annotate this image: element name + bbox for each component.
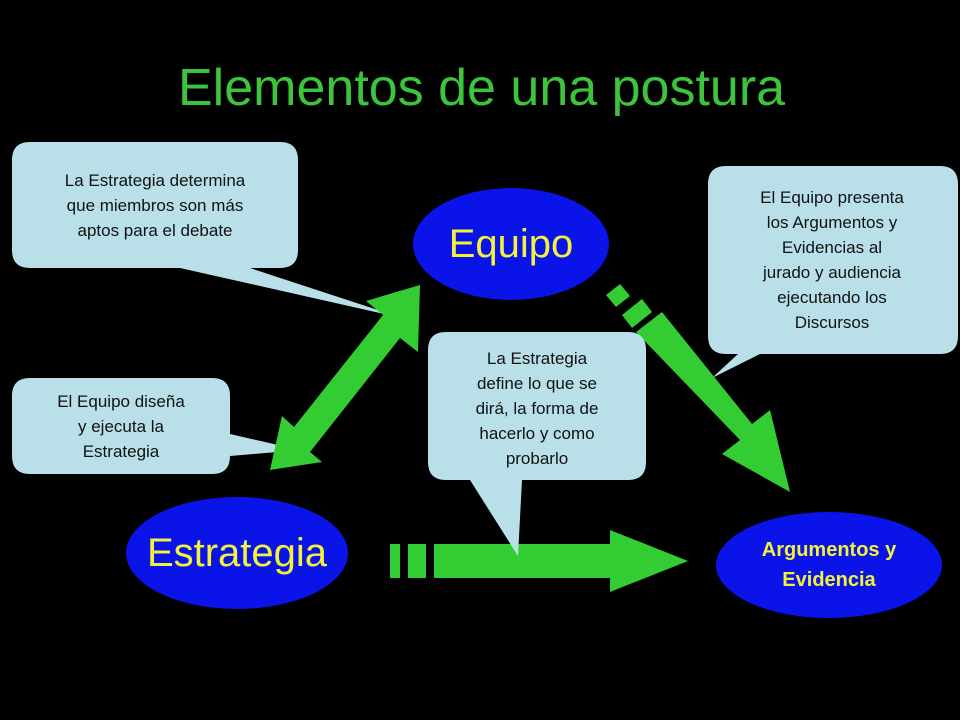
node-equipo: Equipo bbox=[413, 188, 609, 300]
node-equipo-label: Equipo bbox=[448, 221, 574, 266]
callout-bubble-equipo-presenta bbox=[708, 166, 958, 378]
page-title: Elementos de una postura bbox=[178, 59, 786, 117]
node-estrategia: Estrategia bbox=[126, 497, 348, 609]
callout-equipo-disena: El Equipo diseña y ejecuta la Estrategia bbox=[57, 391, 185, 461]
arrow-equipo-argumentos bbox=[606, 284, 790, 492]
arrow-estrategia-argumentos bbox=[390, 530, 688, 592]
node-argumentos-label: Argumentos y Evidencia bbox=[761, 539, 897, 591]
callout-bubble-equipo-disena bbox=[12, 378, 300, 474]
callout-estrategia-miembros: La Estrategia determina que miembros son… bbox=[64, 170, 246, 240]
node-estrategia-label: Estrategia bbox=[146, 530, 328, 575]
callout-bubble-estrategia-miembros bbox=[12, 142, 402, 318]
callout-estrategia-define: La Estrategia define lo que se dirá, la … bbox=[475, 349, 599, 468]
arrow-equipo-estrategia bbox=[270, 285, 420, 470]
callout-equipo-presenta: El Equipo presenta los Argumentos y Evid… bbox=[760, 188, 904, 332]
node-argumentos-evidencia: Argumentos y Evidencia bbox=[716, 512, 942, 618]
callout-bubble-estrategia-define bbox=[428, 332, 646, 556]
